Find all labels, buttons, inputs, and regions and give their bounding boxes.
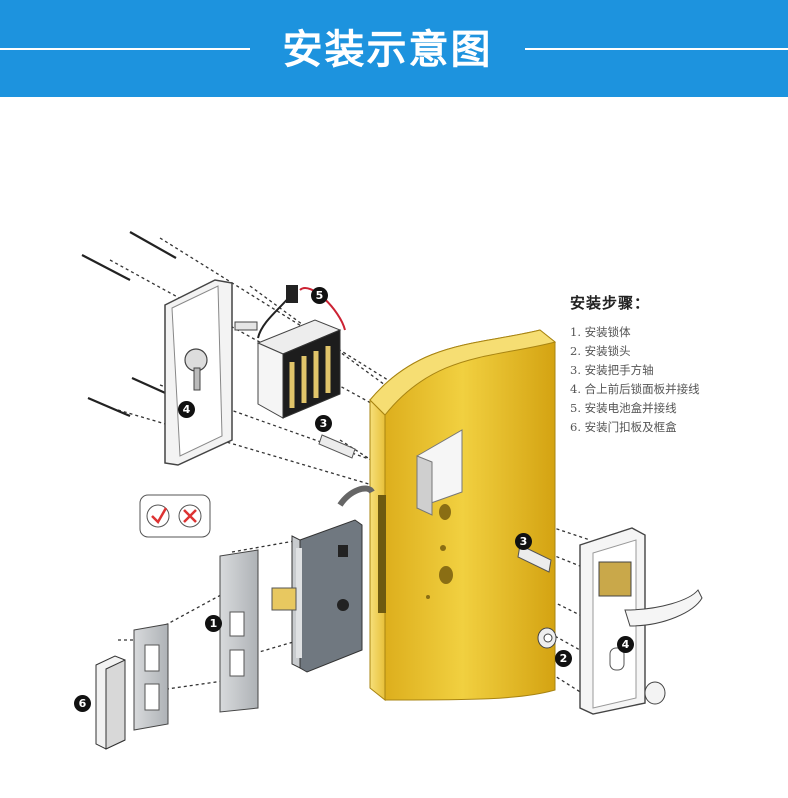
face-plate xyxy=(219,549,259,713)
exploded-lock-diagram xyxy=(81,231,703,750)
strike-plate xyxy=(133,623,169,731)
installation-steps: 安装步骤： 1. 安装锁体 2. 安装锁头 3. 安装把手方轴 4. 合上前后锁… xyxy=(570,292,770,437)
step-item: 5. 安装电池盒并接线 xyxy=(570,401,677,415)
step-item: 1. 安装锁体 xyxy=(570,325,631,339)
callout-badge-4: 4 xyxy=(178,401,195,418)
callout-badge-3: 3 xyxy=(315,415,332,432)
steps-title: 安装步骤： xyxy=(570,294,651,312)
banner-rule-right xyxy=(525,48,788,50)
mounting-screws xyxy=(81,231,177,418)
banner-rule-left xyxy=(0,48,250,50)
rear-panel xyxy=(164,279,258,466)
step-item: 2. 安装锁头 xyxy=(570,344,631,358)
page-title: 安装示意图 xyxy=(282,27,493,73)
square-spindle xyxy=(318,434,356,459)
callout-badge-5: 5 xyxy=(311,287,328,304)
callout-badge-3: 3 xyxy=(515,533,532,550)
callout-badge-4: 4 xyxy=(617,636,634,653)
orientation-hint xyxy=(139,494,211,538)
callout-badge-2: 2 xyxy=(555,650,572,667)
frame-box xyxy=(95,655,126,750)
callout-badge-6: 6 xyxy=(74,695,91,712)
callout-badge-1: 1 xyxy=(205,615,222,632)
battery-box xyxy=(256,285,346,419)
title-banner: 安装示意图 xyxy=(0,0,788,97)
mortise-lock-body xyxy=(271,485,375,673)
front-panel xyxy=(579,527,703,715)
door xyxy=(369,329,557,702)
step-item: 4. 合上前后锁面板并接线 xyxy=(570,382,700,396)
step-item: 6. 安装门扣板及框盒 xyxy=(570,420,677,434)
lock-cylinder xyxy=(517,544,557,649)
steps-list: 1. 安装锁体 2. 安装锁头 3. 安装把手方轴 4. 合上前后锁面板并接线 … xyxy=(570,323,770,437)
step-item: 3. 安装把手方轴 xyxy=(570,363,654,377)
